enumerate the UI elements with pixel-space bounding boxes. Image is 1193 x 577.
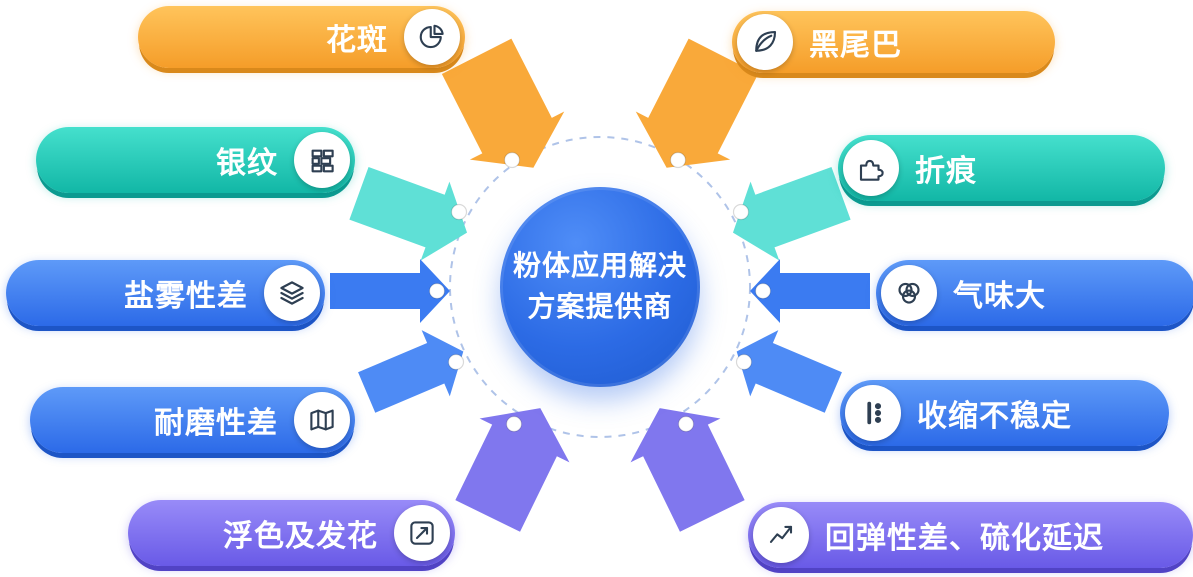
- trend-arrow-icon: [394, 505, 450, 561]
- pill-heiweiba: 黑尾巴: [732, 11, 1055, 73]
- connector-dot: [735, 353, 753, 371]
- odor-bubbles-icon: [881, 265, 937, 321]
- pill-fuseji-fahua: 浮色及发花: [128, 500, 455, 566]
- pill-yinwen: 银纹: [36, 127, 355, 193]
- shrink-dots-icon: [845, 385, 901, 441]
- arrow-lower-right: [736, 330, 842, 413]
- arrow-bottom-left: [455, 408, 570, 532]
- connector-dot: [505, 415, 523, 433]
- line-chart-icon: [753, 507, 809, 563]
- arrow-upper-right: [732, 167, 851, 261]
- arrow-right: [750, 259, 870, 323]
- pill-naimoxingcha: 耐磨性差: [30, 387, 355, 453]
- arrow-left: [330, 259, 450, 323]
- arrow-bottom-right: [630, 408, 745, 532]
- pill-yanwuxingcha: 盐雾性差: [6, 260, 325, 326]
- center-title-line2: 方案提供商: [527, 291, 673, 322]
- pill-label: 盐雾性差: [124, 280, 248, 313]
- arrow-upper-left: [349, 167, 468, 261]
- connector-dot: [677, 415, 695, 433]
- pill-huitanxingcha-liuhuayanchi: 回弹性差、硫化延迟: [748, 502, 1193, 568]
- connector-dot: [503, 151, 521, 169]
- layers-icon: [264, 265, 320, 321]
- center-circle: 粉体应用解决 方案提供商: [500, 187, 700, 387]
- pill-label: 花斑: [326, 24, 388, 57]
- leaf-icon: [737, 14, 793, 70]
- pill-label: 回弹性差、硫化延迟: [825, 522, 1104, 555]
- connector-dot: [447, 353, 465, 371]
- connector-dot: [669, 151, 687, 169]
- connector-dot: [450, 203, 468, 221]
- pill-label: 收缩不稳定: [917, 400, 1072, 433]
- pill-qiweida: 气味大: [876, 260, 1193, 326]
- puzzle-icon: [843, 140, 899, 196]
- pill-label: 黑尾巴: [809, 29, 902, 62]
- brick-wall-icon: [294, 132, 350, 188]
- arrow-lower-left: [358, 330, 464, 413]
- connector-dot: [732, 203, 750, 221]
- pill-huaban: 花斑: [138, 6, 465, 68]
- pill-zhehen: 折痕: [838, 135, 1165, 201]
- center-title-line1: 粉体应用解决: [512, 250, 687, 282]
- pill-shousuo-buwending: 收缩不稳定: [840, 380, 1169, 446]
- pill-label: 银纹: [216, 147, 278, 180]
- pie-chart-icon: [404, 9, 460, 65]
- pill-label: 折痕: [915, 155, 977, 188]
- pill-label: 耐磨性差: [154, 407, 278, 440]
- map-icon: [294, 392, 350, 448]
- pill-label: 浮色及发花: [223, 520, 378, 553]
- pill-label: 气味大: [953, 280, 1046, 313]
- connector-dot: [428, 282, 446, 300]
- connector-dot: [754, 282, 772, 300]
